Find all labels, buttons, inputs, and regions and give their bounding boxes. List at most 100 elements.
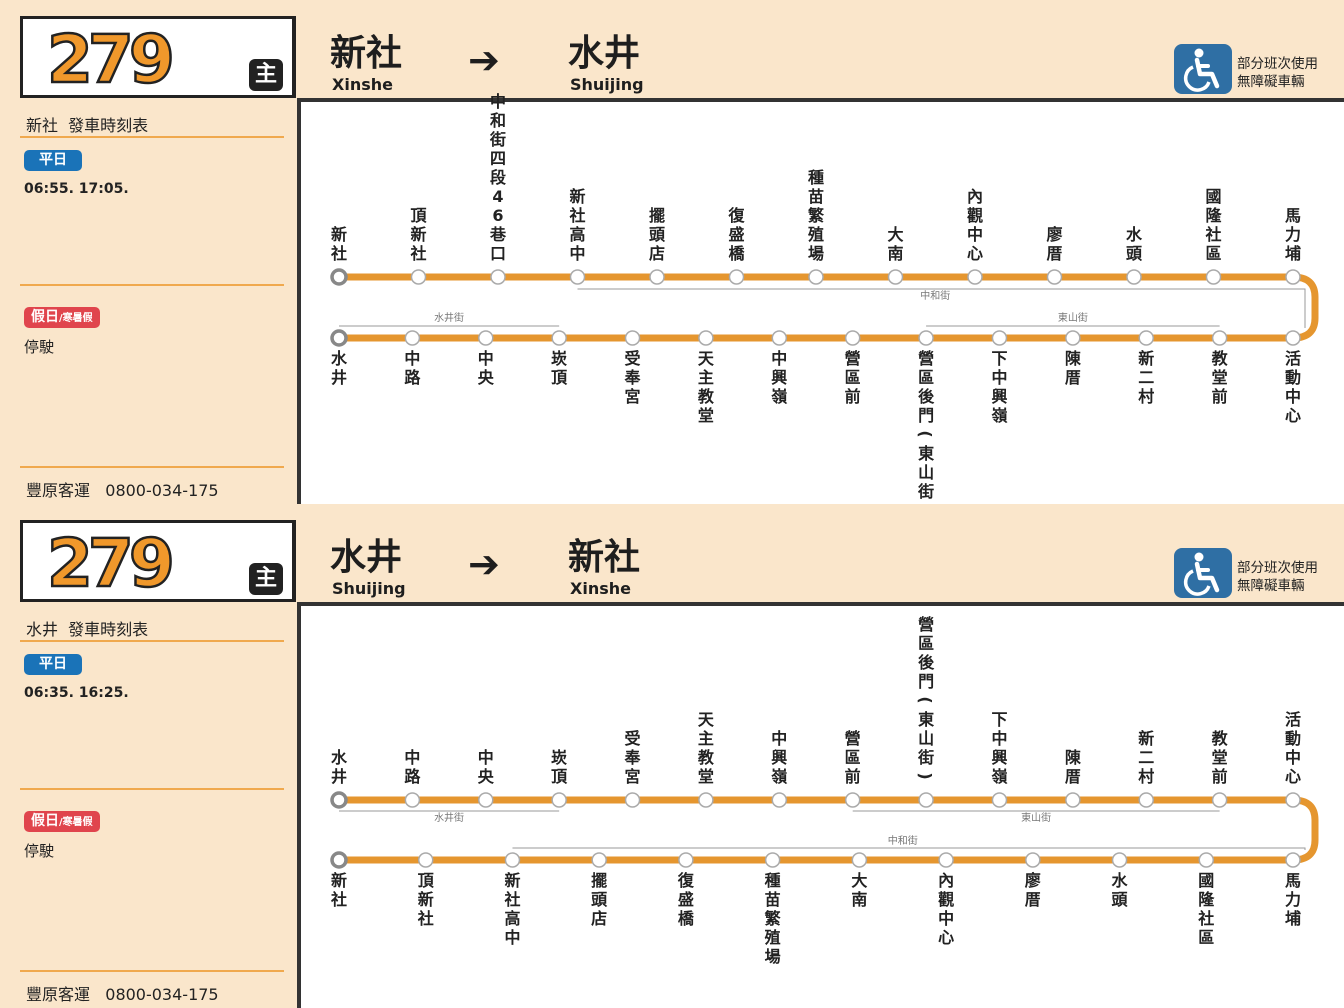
stop-marker[interactable] bbox=[1065, 330, 1081, 346]
stop-label-char: 陳 bbox=[1065, 349, 1082, 368]
company-contact: 豐原客運 0800-034-175 bbox=[26, 985, 219, 1004]
stop-marker[interactable] bbox=[844, 330, 861, 346]
stop-label-char: 廖 bbox=[1025, 871, 1041, 890]
route-map: 中和街水井街東山街新社頂新社中和街四段46巷口新社高中擺頭店復盛橋種苗繁殖場大南… bbox=[330, 92, 1319, 501]
stop-marker[interactable] bbox=[764, 852, 781, 868]
stop-marker[interactable] bbox=[698, 792, 714, 808]
stop-marker[interactable] bbox=[1285, 269, 1301, 285]
stop-marker[interactable] bbox=[649, 269, 665, 285]
accessibility-line2: 無障礙車輛 bbox=[1237, 578, 1305, 594]
terminal-stop-marker[interactable] bbox=[330, 851, 348, 869]
divider bbox=[20, 284, 284, 286]
stop-label-char: ) bbox=[916, 772, 935, 779]
street-label: 東山街 bbox=[1058, 311, 1088, 324]
stop-marker[interactable] bbox=[967, 269, 983, 285]
stop-marker[interactable] bbox=[1285, 852, 1301, 868]
stop-marker[interactable] bbox=[678, 852, 694, 868]
stop-marker[interactable] bbox=[1065, 792, 1081, 808]
stop-label-char: 水 bbox=[1126, 225, 1143, 244]
stop-marker[interactable] bbox=[624, 792, 641, 808]
stop-label-char: 高 bbox=[569, 225, 585, 244]
stop-marker[interactable] bbox=[918, 792, 934, 808]
stop-label-char: 奉 bbox=[624, 748, 642, 767]
stop-marker[interactable] bbox=[1111, 852, 1128, 868]
destination-name: 水井 bbox=[568, 33, 641, 74]
stop-marker[interactable] bbox=[478, 792, 494, 808]
terminal-stop-marker[interactable] bbox=[330, 268, 348, 286]
stop-marker[interactable] bbox=[808, 269, 824, 285]
stop-marker[interactable] bbox=[991, 330, 1008, 346]
origin-name-en: Xinshe bbox=[332, 75, 393, 94]
stop-marker[interactable] bbox=[1211, 330, 1228, 346]
stop-marker[interactable] bbox=[1138, 792, 1154, 808]
stop-marker[interactable] bbox=[591, 852, 607, 868]
wheelchair-icon bbox=[1174, 548, 1232, 598]
stop-label-char: 陳 bbox=[1065, 748, 1082, 767]
stop-label: 教堂前 bbox=[1212, 349, 1229, 406]
stop-label-char: 大 bbox=[851, 871, 867, 890]
stop-marker[interactable] bbox=[1198, 852, 1215, 868]
stop-label: 大南 bbox=[851, 871, 867, 909]
stop-marker[interactable] bbox=[1285, 330, 1301, 346]
stop-marker[interactable] bbox=[851, 852, 868, 868]
stop-marker[interactable] bbox=[1025, 852, 1041, 868]
stop-marker[interactable] bbox=[551, 792, 567, 808]
stop-label-char: 力 bbox=[1285, 225, 1301, 244]
stop-marker[interactable] bbox=[844, 792, 861, 808]
destination-name-en: Shuijing bbox=[570, 75, 644, 94]
stop-label-char: 村 bbox=[1138, 767, 1154, 786]
stop-label-char: 頂 bbox=[418, 871, 435, 890]
stop-marker[interactable] bbox=[478, 330, 494, 346]
stop-label-char: 大 bbox=[887, 225, 903, 244]
stop-marker[interactable] bbox=[771, 792, 788, 808]
wheelchair-icon bbox=[1174, 44, 1232, 94]
stop-marker[interactable] bbox=[728, 269, 745, 285]
stop-marker[interactable] bbox=[417, 852, 434, 868]
stop-marker[interactable] bbox=[698, 330, 714, 346]
stop-marker[interactable] bbox=[504, 852, 521, 868]
stop-label-char: 苗 bbox=[765, 890, 781, 909]
stop-label: 中路 bbox=[404, 349, 421, 387]
stop-marker[interactable] bbox=[404, 792, 421, 808]
stop-marker[interactable] bbox=[1285, 792, 1301, 808]
stop-marker[interactable] bbox=[887, 269, 904, 285]
stop-label-char: 前 bbox=[1212, 767, 1228, 786]
stop-label: 新二村 bbox=[1138, 729, 1154, 786]
terminal-stop-marker[interactable] bbox=[330, 329, 348, 347]
stop-marker[interactable] bbox=[918, 330, 934, 346]
stop-marker[interactable] bbox=[410, 269, 427, 285]
company-contact: 豐原客運 0800-034-175 bbox=[26, 481, 219, 500]
holiday-label: 假日 bbox=[31, 813, 59, 829]
stop-label-char: 嶺 bbox=[991, 406, 1007, 425]
stop-marker[interactable] bbox=[1205, 269, 1222, 285]
terminal-stop-marker[interactable] bbox=[330, 791, 348, 809]
stop-marker[interactable] bbox=[551, 330, 567, 346]
stop-marker[interactable] bbox=[1046, 269, 1063, 285]
stop-label-char: 興 bbox=[991, 748, 1007, 767]
stop-marker[interactable] bbox=[404, 330, 421, 346]
stop-label-char: 嶺 bbox=[771, 387, 787, 406]
stop-label: 新社 bbox=[330, 871, 347, 909]
stop-marker[interactable] bbox=[991, 792, 1008, 808]
stop-marker[interactable] bbox=[490, 269, 506, 285]
stop-label-char: 社 bbox=[503, 890, 520, 909]
stop-marker[interactable] bbox=[1126, 269, 1142, 285]
stop-marker[interactable] bbox=[1211, 792, 1228, 808]
stop-label-char: 營 bbox=[845, 729, 861, 748]
stop-marker[interactable] bbox=[569, 269, 586, 285]
stop-marker[interactable] bbox=[1138, 330, 1154, 346]
stop-marker[interactable] bbox=[624, 330, 641, 346]
stop-label-char: 和 bbox=[490, 111, 506, 130]
stop-marker[interactable] bbox=[938, 852, 954, 868]
stop-label-char: 街 bbox=[917, 482, 934, 501]
stop-marker[interactable] bbox=[771, 330, 788, 346]
route-panel-shuijing-to-xinshe: 279 主 水井 發車時刻表 平日 06:35. 16:25. 假日/寒暑假 停… bbox=[0, 504, 1344, 1008]
origin-name: 水井 bbox=[330, 537, 403, 578]
stop-label: 中興嶺 bbox=[771, 729, 787, 786]
stop-label-char: 國 bbox=[1198, 871, 1214, 890]
route-number-box: 279 主 bbox=[20, 520, 296, 603]
